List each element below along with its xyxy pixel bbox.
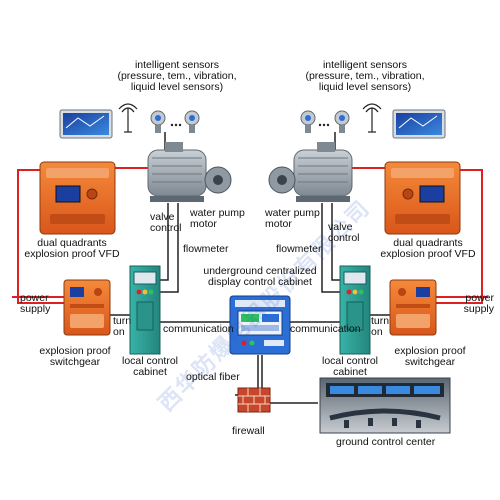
valve-right-line-1: valve: [328, 221, 353, 233]
pump-left-line-2: motor: [190, 218, 217, 231]
turnon-right-line-1: turn: [371, 315, 390, 327]
pump-left-line-1: water pump: [190, 207, 245, 219]
vfd-right-line-1: dual quadrants: [393, 237, 463, 249]
optical-fiber-label: optical fiber: [186, 371, 240, 383]
communication-label-right: communication: [290, 323, 361, 335]
local-right-line-1: local control: [321, 355, 379, 367]
local-right-line-2: cabinet: [333, 366, 367, 379]
switchgear-label-left: explosion proof switchgear: [20, 345, 130, 369]
water-pump-label-right: water pump motor: [265, 207, 320, 231]
flow-line-left: [160, 203, 179, 293]
valve-line-left: [160, 203, 169, 281]
valve-line-right: [331, 203, 340, 281]
sensors-label-right: intelligent sensors (pressure, tem., vib…: [300, 59, 430, 94]
turn-on-label-left: turn on: [113, 315, 132, 339]
pump-right-line-2: motor: [265, 218, 292, 231]
power-right-line-2: supply: [463, 303, 494, 316]
local-cabinet-label-right: local control cabinet: [305, 355, 395, 379]
firewall-label: firewall: [232, 425, 265, 437]
local-left-line-2: cabinet: [133, 366, 167, 379]
vfd-label-left: dual quadrants explosion proof VFD: [2, 237, 142, 261]
pump-motor-icon: [268, 142, 353, 202]
central-cabinet-label: underground centralized display control …: [188, 265, 332, 289]
vfd-label-right: dual quadrants explosion proof VFD: [358, 237, 498, 261]
sensor-icon: [184, 110, 200, 133]
sensors-left-line-2: (pressure, tem., vibration,: [117, 70, 237, 83]
sensors-right-line-2: (pressure, tem., vibration,: [305, 70, 425, 83]
sensors-right-line-1: intelligent sensors: [322, 59, 408, 71]
communication-label-left: communication: [163, 323, 234, 335]
switchgear-icon: [389, 279, 437, 336]
switchgear-label-right: explosion proof switchgear: [375, 345, 485, 369]
switchgear-right-line-1: explosion proof: [394, 345, 466, 357]
power-left-line-1: power: [20, 292, 49, 304]
power-supply-label-right: power supply: [448, 292, 494, 316]
turnon-right-line-2: on: [371, 326, 383, 339]
vfd-right-line-2: explosion proof VFD: [380, 248, 476, 261]
control-room-icon: [319, 377, 451, 434]
ground-center-label: ground control center: [336, 436, 436, 448]
switchgear-right-line-2: switchgear: [404, 356, 456, 369]
central-cabinet-icon: [229, 295, 291, 355]
sensors-left-line-3: liquid level sensors): [130, 81, 224, 94]
power-left-line-2: supply: [20, 303, 51, 316]
sensor-icon: [334, 110, 350, 133]
sensor-ellipsis-right: [318, 123, 330, 127]
valve-control-label-left: valve control: [150, 211, 182, 235]
turn-on-label-right: turn on: [371, 315, 390, 339]
vfd-icon: [39, 161, 116, 235]
power-line-left-vfd: [17, 169, 64, 304]
local-cabinet-label-left: local control cabinet: [105, 355, 195, 379]
valve-left-line-1: valve: [150, 211, 175, 223]
cabinet-icon: [129, 265, 161, 355]
water-pump-label-left: water pump motor: [190, 207, 245, 231]
pump-right-line-1: water pump: [265, 207, 320, 219]
display-screen-icon: [392, 109, 446, 139]
valve-left-line-2: control: [150, 222, 182, 235]
switchgear-icon: [63, 279, 111, 336]
turnon-left-line-1: turn: [113, 315, 132, 327]
sensor-icon: [300, 110, 316, 133]
flowmeter-label-left: flowmeter: [183, 243, 229, 255]
central-line-1: underground centralized: [203, 265, 317, 277]
pump-motor-icon: [147, 142, 232, 202]
power-right-line-1: power: [465, 292, 494, 304]
sensors-left-line-1: intelligent sensors: [134, 59, 220, 71]
sensor-icon: [150, 110, 166, 133]
sensor-ellipsis-left: [170, 123, 182, 127]
flow-line-right: [321, 203, 340, 293]
flowmeter-label-right: flowmeter: [276, 243, 322, 255]
vfd-left-line-2: explosion proof VFD: [24, 248, 120, 261]
firewall-icon: [237, 387, 271, 413]
vfd-left-line-1: dual quadrants: [37, 237, 107, 249]
central-line-2: display control cabinet: [208, 276, 312, 289]
turnon-left-line-2: on: [113, 326, 125, 339]
display-screen-icon: [59, 109, 113, 139]
valve-right-line-2: control: [328, 232, 360, 245]
antenna-icon: [118, 103, 138, 133]
valve-control-label-right: valve control: [328, 221, 360, 245]
switchgear-left-line-1: explosion proof: [39, 345, 111, 357]
cabinet-icon: [339, 265, 371, 355]
local-left-line-1: local control: [121, 355, 179, 367]
power-supply-label-left: power supply: [20, 292, 51, 316]
power-line-right-vfd: [436, 169, 483, 304]
antenna-icon: [362, 103, 382, 133]
sensors-right-line-3: liquid level sensors): [318, 81, 412, 94]
switchgear-left-line-2: switchgear: [49, 356, 101, 369]
vfd-icon: [384, 161, 461, 235]
sensors-label-left: intelligent sensors (pressure, tem., vib…: [112, 59, 242, 94]
